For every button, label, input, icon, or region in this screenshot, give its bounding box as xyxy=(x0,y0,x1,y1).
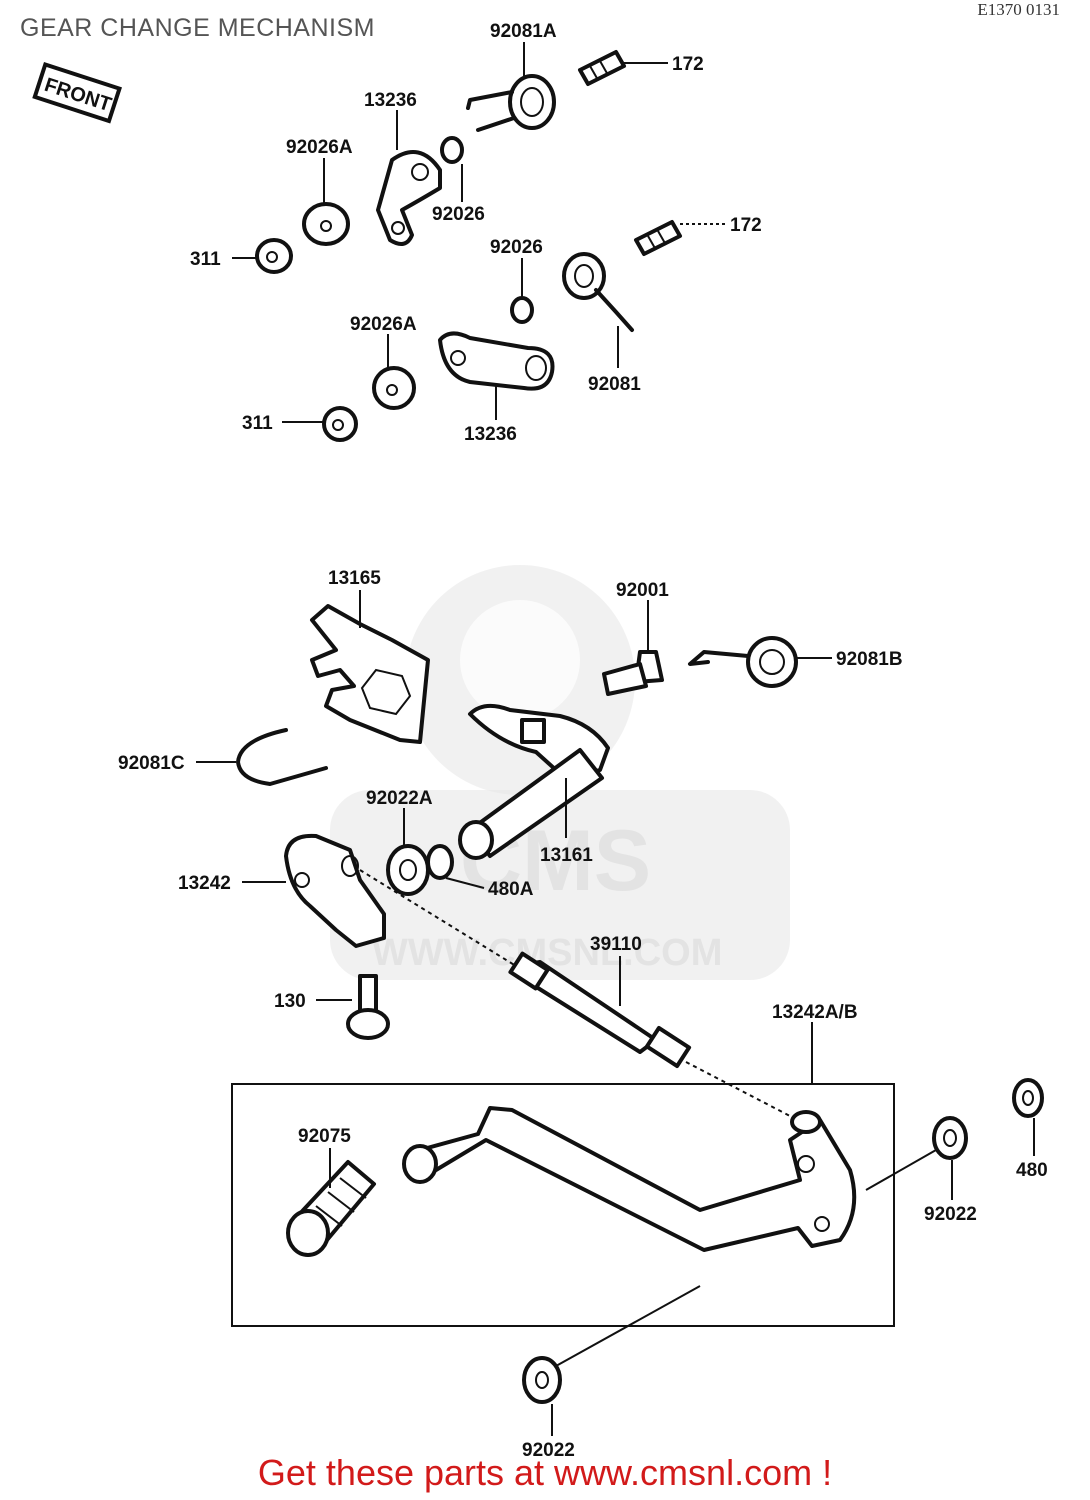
callout-92081C: 92081C xyxy=(118,753,185,774)
plate-13165 xyxy=(310,604,430,744)
callout-92026A-top: 92026A xyxy=(286,137,353,158)
nut-311-mid xyxy=(322,406,358,442)
spring-92081 xyxy=(562,252,634,332)
pin-172-mid xyxy=(634,220,682,256)
callout-13236-mid: 13236 xyxy=(464,424,517,445)
washer-92026-top xyxy=(440,136,464,164)
callout-480: 480 xyxy=(1016,1160,1048,1181)
washer-92022-bottom xyxy=(522,1356,562,1404)
shaft-13161 xyxy=(458,703,610,860)
washer-92026-mid xyxy=(510,296,534,324)
spring-92081A-coil xyxy=(508,74,556,130)
spring-92081A xyxy=(466,74,556,132)
callout-92075: 92075 xyxy=(298,1126,351,1147)
callout-92081B: 92081B xyxy=(836,649,903,670)
callout-39110: 39110 xyxy=(590,934,642,955)
front-tag: FRONT xyxy=(32,62,122,124)
assembly-box-13242AB xyxy=(231,1083,895,1327)
pin-172-top xyxy=(578,50,626,86)
washer-92026A-mid xyxy=(372,366,416,410)
clip-480A xyxy=(426,844,454,880)
callout-92022-bottom: 92022 xyxy=(522,1440,575,1461)
bolt-92001 xyxy=(602,650,664,696)
lever-13242 xyxy=(284,833,386,948)
nut-311-top xyxy=(255,238,293,274)
washer-92026A-top xyxy=(302,202,350,246)
callout-311-top: 311 xyxy=(190,249,221,270)
callout-92026A-mid: 92026A xyxy=(350,314,417,335)
callout-172-mid: 172 xyxy=(730,215,762,236)
callout-13236-top: 13236 xyxy=(364,90,417,111)
bolt-130 xyxy=(346,974,390,1040)
diagram-code: E1370 0131 xyxy=(977,0,1060,19)
footer-promo: Get these parts at www.cmsnl.com ! xyxy=(257,1452,833,1493)
callout-172-top: 172 xyxy=(672,54,704,75)
callout-92022A: 92022A xyxy=(366,788,433,809)
watermark: CMS WWW.CMSNL.COM xyxy=(330,565,790,980)
rod-39110 xyxy=(508,951,692,1069)
callout-92081A: 92081A xyxy=(490,21,557,42)
spring-92081B xyxy=(688,636,798,688)
lever-13236-mid xyxy=(438,331,555,391)
callout-13161: 13161 xyxy=(540,845,593,866)
callout-13165: 13165 xyxy=(328,568,381,589)
washer-92022A xyxy=(386,844,430,896)
shift-pedal xyxy=(402,1106,857,1252)
callout-13242: 13242 xyxy=(178,873,231,894)
spring-92081C xyxy=(236,728,328,786)
callout-13242AB: 13242A/B xyxy=(772,1002,858,1023)
callout-92026-mid: 92026 xyxy=(490,237,543,258)
callout-92022-right: 92022 xyxy=(924,1204,977,1225)
callout-92001: 92001 xyxy=(616,580,669,601)
rubber-92075 xyxy=(286,1160,376,1257)
lever-13236-top xyxy=(376,150,442,246)
callout-92026-top: 92026 xyxy=(432,204,485,225)
callout-92081: 92081 xyxy=(588,374,641,395)
washer-92022-right xyxy=(932,1116,968,1160)
callout-311-mid: 311 xyxy=(242,413,273,434)
callout-130: 130 xyxy=(274,991,306,1012)
page-title: GEAR CHANGE MECHANISM xyxy=(20,14,375,42)
clip-480 xyxy=(1012,1078,1044,1118)
callout-480A: 480A xyxy=(488,879,534,900)
